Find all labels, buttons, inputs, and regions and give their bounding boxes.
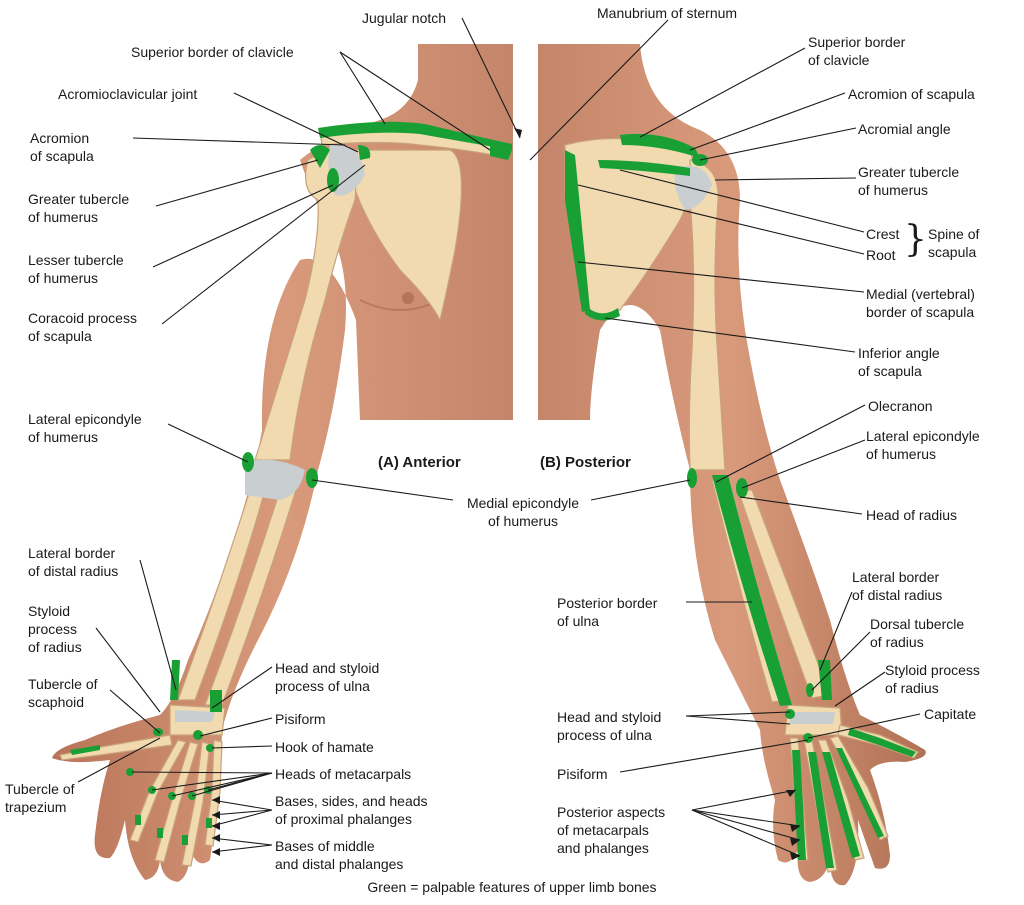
label-manubrium: Manubrium of sternum [597, 5, 738, 21]
humerus-anterior [254, 149, 357, 461]
label-root: Root [866, 247, 896, 263]
posterior-panel-title: (B) Posterior [540, 454, 631, 471]
radius-anterior [177, 489, 266, 701]
label-pisiform-a: Pisiform [275, 711, 326, 727]
legend-caption: Green = palpable features of upper limb … [367, 879, 657, 895]
label-medial-border: Medial (vertebral)border of scapula [866, 286, 975, 320]
label-acromion-b: Acromion of scapula [848, 86, 975, 102]
anterior-bones [59, 126, 511, 867]
label-heads-metacarpals: Heads of metacarpals [275, 766, 412, 782]
label-jugular-notch: Jugular notch [362, 10, 447, 26]
label-crest: Crest [866, 226, 900, 242]
label-acromial-angle: Acromial angle [858, 121, 951, 137]
spine-brace: } [904, 219, 927, 260]
posterior-palpable [565, 133, 916, 868]
label-acromioclavicular-joint: Acromioclavicular joint [58, 86, 198, 102]
anterior-panel-title: (A) Anterior [378, 454, 461, 471]
label-olecranon: Olecranon [868, 398, 933, 414]
posterior-cartilage [674, 166, 835, 724]
label-pisiform-b: Pisiform [557, 766, 608, 782]
anterior-palpable [70, 121, 512, 845]
label-superior-border-clavicle-a: Superior border of clavicle [131, 44, 294, 60]
label-capitate: Capitate [924, 706, 977, 722]
humerus-posterior [688, 159, 726, 471]
scapula-anterior [354, 149, 463, 322]
label-hook-hamate: Hook of hamate [275, 739, 374, 755]
label-head-radius: Head of radius [866, 507, 958, 523]
leader-lines [77, 17, 921, 857]
